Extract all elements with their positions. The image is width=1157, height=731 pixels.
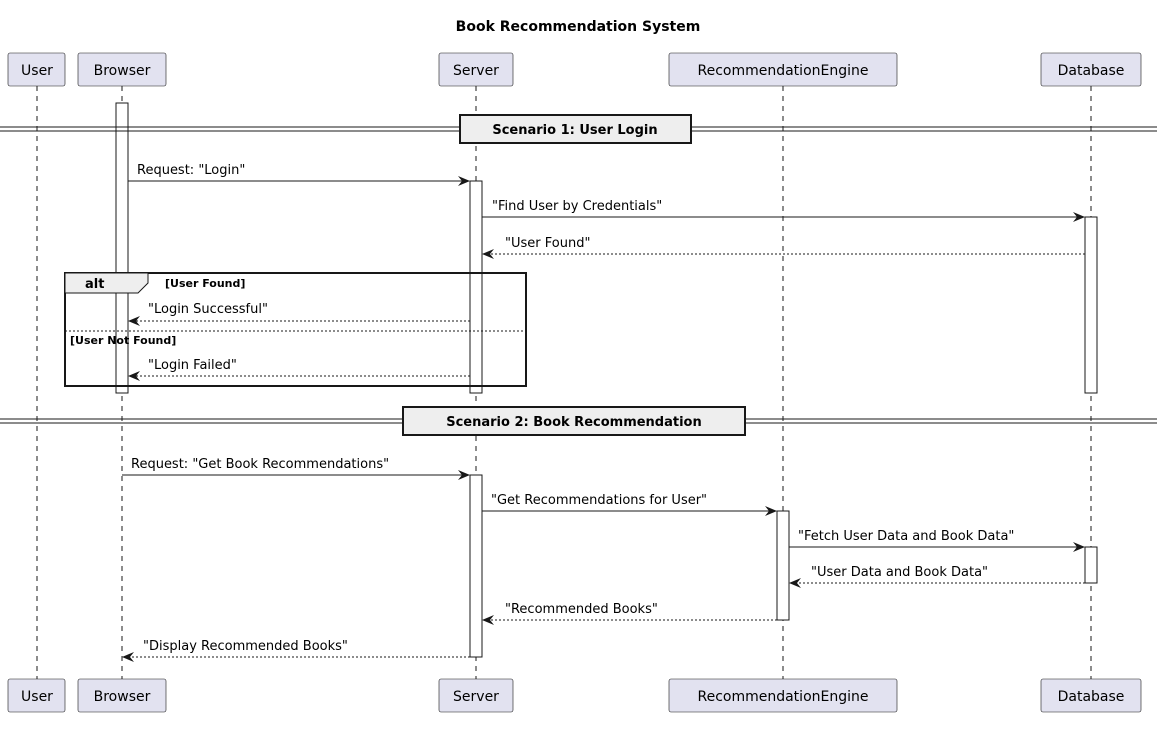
svg-text:Server: Server [453,63,499,79]
participant-server: Server [438,52,514,87]
message-8: "Fetch User Data and Book Data" [789,529,1085,552]
svg-text:RecommendationEngine: RecommendationEngine [697,689,868,705]
participant-database-bottom: Database [1040,678,1142,713]
participant-recommendation-engine-bottom: RecommendationEngine [668,678,898,713]
participant-browser-bottom: Browser [77,678,167,713]
svg-text:Server: Server [453,689,499,705]
alt-guard-2: [User Not Found] [70,334,176,347]
participants-top: User Browser Server RecommendationEngine… [7,52,1142,87]
participant-server-bottom: Server [438,678,514,713]
svg-text:Scenario 2: Book Recommendatio: Scenario 2: Book Recommendation [446,415,702,430]
alt-fragment: alt [User Found] [User Not Found] [64,272,527,387]
alt-guard-1: [User Found] [165,277,245,290]
svg-text:"Recommended Books": "Recommended Books" [505,602,658,617]
svg-text:"Login Successful": "Login Successful" [148,302,268,317]
svg-text:"Display Recommended Books": "Display Recommended Books" [143,639,348,654]
svg-text:Request: "Login": Request: "Login" [137,163,245,178]
separator-scenario-1: Scenario 1: User Login [0,114,1157,144]
activation-server-1 [469,180,483,394]
message-2: "Find User by Credentials" [482,199,1085,222]
participant-database: Database [1040,52,1142,87]
activation-server-2 [469,474,483,658]
message-11: "Display Recommended Books" [122,639,470,662]
svg-text:Database: Database [1058,63,1125,79]
svg-text:"Fetch User Data and Book Data: "Fetch User Data and Book Data" [798,529,1014,544]
participant-user: User [7,52,66,87]
activations [115,102,1098,658]
svg-text:RecommendationEngine: RecommendationEngine [697,63,868,79]
alt-keyword: alt [85,277,104,292]
svg-text:User: User [21,689,53,705]
message-9: "User Data and Book Data" [789,565,1085,588]
activation-database-2 [1084,546,1098,584]
svg-text:Browser: Browser [94,63,151,79]
separator-scenario-2: Scenario 2: Book Recommendation [0,406,1157,436]
svg-text:Database: Database [1058,689,1125,705]
message-5: "Login Failed" [128,358,470,381]
message-7: "Get Recommendations for User" [482,493,777,516]
activation-recommendation-engine [776,510,790,621]
svg-text:User: User [21,63,53,79]
svg-text:Request: "Get Book Recommendat: Request: "Get Book Recommendations" [131,457,389,472]
svg-text:"User Data and Book Data": "User Data and Book Data" [811,565,988,580]
message-1: Request: "Login" [128,163,470,186]
message-3: "User Found" [482,236,1085,259]
svg-text:"Find User by Credentials": "Find User by Credentials" [492,199,662,214]
message-10: "Recommended Books" [482,602,777,625]
svg-text:Scenario 1: User Login: Scenario 1: User Login [492,123,657,138]
messages: Request: "Login" "Find User by Credentia… [122,163,1085,662]
svg-text:"User Found": "User Found" [505,236,590,251]
participant-user-bottom: User [7,678,66,713]
message-6: Request: "Get Book Recommendations" [122,457,470,480]
participant-recommendation-engine: RecommendationEngine [668,52,898,87]
svg-text:Browser: Browser [94,689,151,705]
svg-text:"Login Failed": "Login Failed" [148,358,237,373]
diagram-title: Book Recommendation System [456,19,701,35]
message-4: "Login Successful" [128,302,470,326]
svg-text:"Get Recommendations for User": "Get Recommendations for User" [491,493,707,508]
participant-browser: Browser [77,52,167,87]
activation-browser [115,102,129,394]
participants-bottom: User Browser Server RecommendationEngine… [7,678,1142,713]
activation-database-1 [1084,216,1098,394]
